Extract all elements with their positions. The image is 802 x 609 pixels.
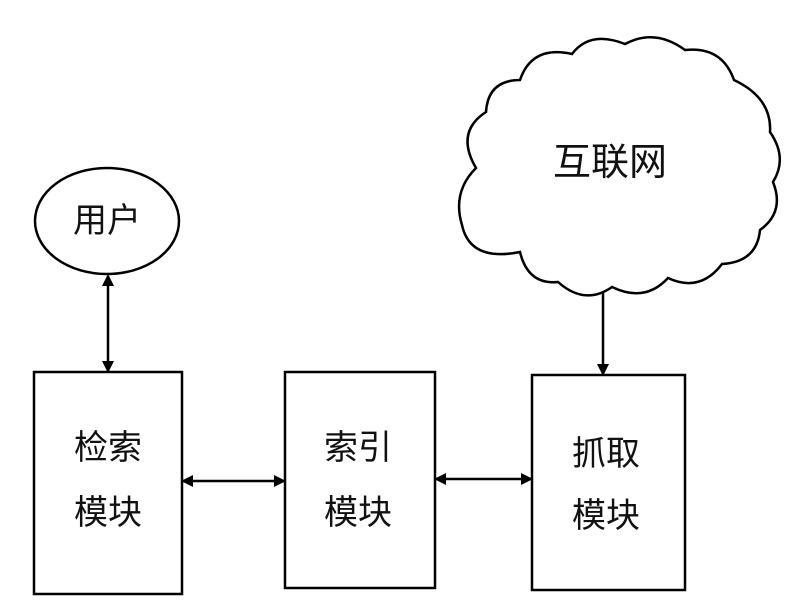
user-label: 用户 [73,201,141,241]
search-module-label-line1: 检索 [74,428,142,468]
index-module-box [283,370,437,590]
crawl-module-node: 抓取 模块 [530,373,687,592]
index-module-node: 索引 模块 [283,370,437,590]
internet-node: 互联网 [457,36,781,297]
user-node: 用户 [33,166,181,276]
index-module-label-line2: 模块 [324,493,392,533]
internet-cloud [457,36,781,297]
crawl-module-box [530,373,687,592]
crawl-module-label-line1: 抓取 [572,434,640,474]
internet-label: 互联网 [553,140,667,184]
crawl-module-label-line2: 模块 [572,496,640,536]
search-module-label-line2: 模块 [74,493,142,533]
index-module-label-line1: 索引 [324,428,392,468]
search-module-node: 检索 模块 [32,370,184,596]
search-module-box [32,370,184,596]
